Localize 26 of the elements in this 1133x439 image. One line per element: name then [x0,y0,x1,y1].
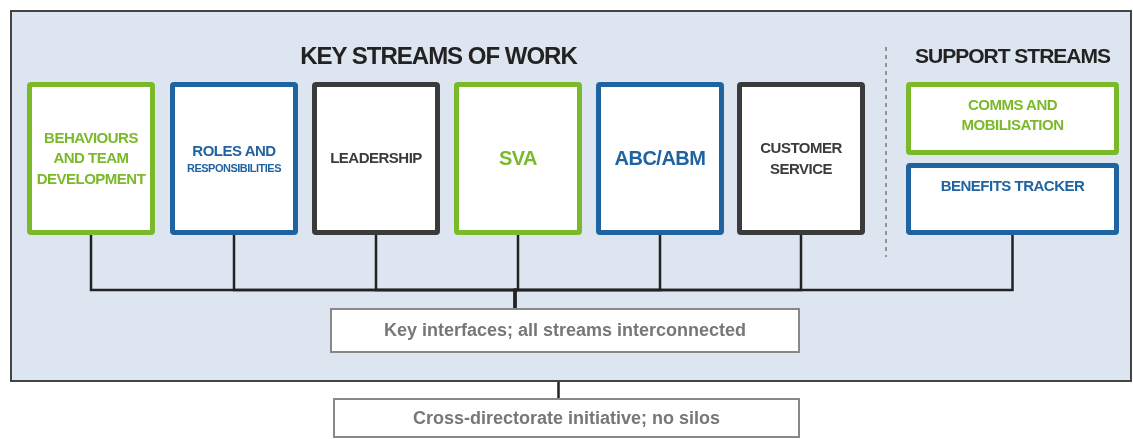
workstream-box [170,82,298,235]
note-box [330,308,800,353]
note-box [333,398,800,438]
workstream-box [737,82,865,235]
workstream-box [596,82,724,235]
workstream-box [906,82,1119,155]
stream-label: CUSTOMER SERVICE [759,138,843,179]
stream-label: COMMS AND MOBILISATION [960,95,1065,136]
workstream-box [27,82,155,235]
note-text: Cross-directorate initiative; no silos [412,407,721,429]
stream-panel [10,10,1132,382]
stream-label: ABC/ABM [614,146,706,171]
stream-label: LEADERSHIP [330,148,422,169]
section-heading: SUPPORT STREAMS [914,44,1111,68]
connector-line [557,382,560,398]
stream-label: BENEFITS TRACKER [940,176,1085,196]
stream-label: BEHAVIOURS AND TEAM DEVELOPMENT [36,128,146,189]
stream-label: SVA [498,146,538,171]
stream-label: ROLES AND [192,140,276,161]
workstream-box [312,82,440,235]
note-text: Key interfaces; all streams interconnected [383,320,747,341]
workstream-box [454,82,582,235]
connector-line [513,235,1014,308]
workstream-box [906,163,1119,235]
section-heading: KEY STREAMS OF WORK [299,42,579,70]
stream-label: RESPONSIBILITIES [186,161,282,177]
